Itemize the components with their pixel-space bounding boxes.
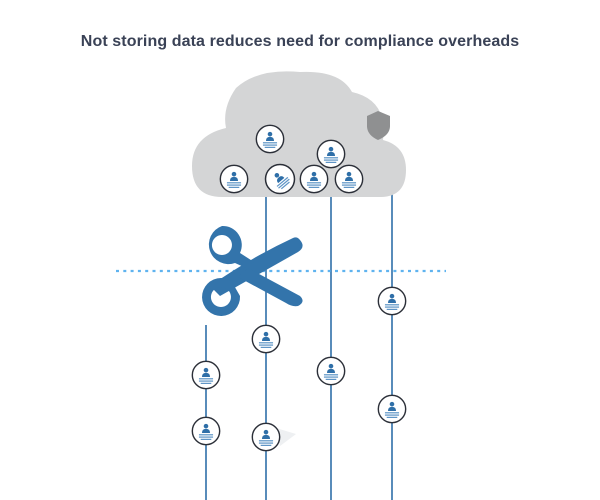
stream-node <box>377 286 407 316</box>
stream-node <box>191 416 221 446</box>
cloud-nodes <box>219 124 364 195</box>
cloud-node <box>255 124 285 154</box>
stream-node <box>191 360 221 390</box>
shield-icon <box>367 111 390 140</box>
stream-node <box>377 394 407 424</box>
stream-nodes <box>191 286 407 452</box>
diagram-title: Not storing data reduces need for compli… <box>80 33 520 50</box>
cloud-node <box>219 164 249 194</box>
stream-node <box>316 356 346 386</box>
stream-node <box>251 422 296 452</box>
cloud-node <box>264 163 296 195</box>
cloud-node <box>299 164 329 194</box>
cloud-node <box>316 139 346 169</box>
scissors-icon <box>202 225 303 316</box>
cloud-node <box>334 164 364 194</box>
stream-node <box>251 324 281 354</box>
